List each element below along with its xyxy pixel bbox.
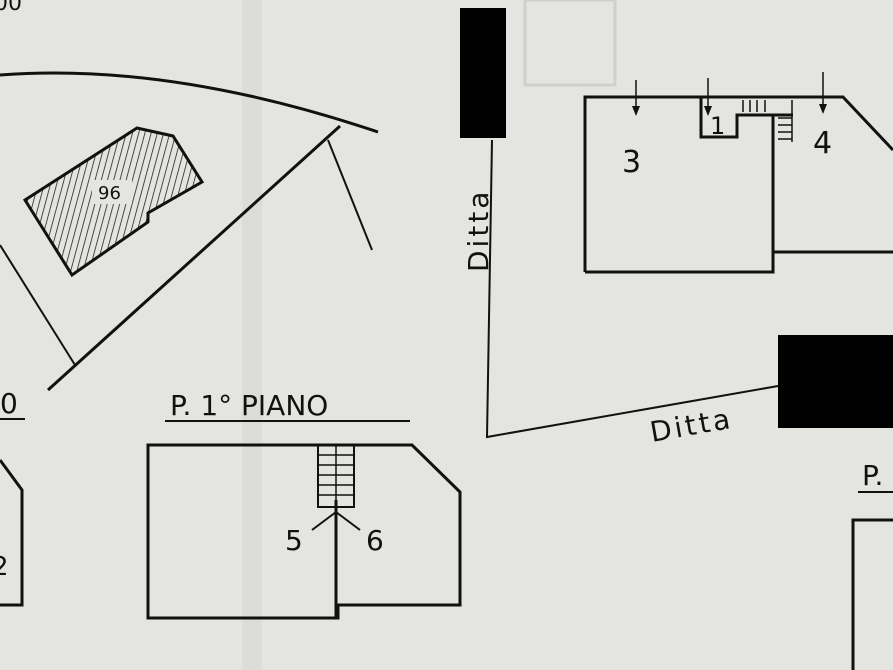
parcel-number: 96 xyxy=(98,183,121,204)
room-3-label: 3 xyxy=(622,145,641,180)
ground-floor-outline xyxy=(585,115,775,274)
boundary-line xyxy=(0,244,76,366)
redaction-block xyxy=(460,8,506,138)
room-1-wall xyxy=(699,97,793,139)
property-boundary xyxy=(485,139,779,439)
room-6-label: 6 xyxy=(366,524,384,557)
road-curve xyxy=(0,71,379,134)
ditta-label-horizontal: Ditta xyxy=(647,402,735,449)
ghost-room xyxy=(523,0,617,87)
ditta-label-vertical: Ditta xyxy=(462,189,495,272)
staircase xyxy=(742,100,793,142)
room-5-label: 5 xyxy=(285,524,303,557)
ground-floor-outline xyxy=(583,95,893,272)
first-floor-title: P. 1° PIANO xyxy=(170,389,328,422)
entrance-arrow-icon xyxy=(704,78,712,116)
entrance-arrow-icon xyxy=(819,72,827,114)
room-1-label: 1 xyxy=(710,112,725,140)
boundary-line xyxy=(327,139,373,251)
fold-shadow xyxy=(242,0,262,670)
room-4-label: 4 xyxy=(813,126,832,161)
corner-label: 00 xyxy=(0,0,22,16)
left-section-label: 0 xyxy=(0,387,18,420)
left-plan-outline xyxy=(0,459,24,607)
right-section-label: P. xyxy=(862,459,883,492)
right-plan-outline xyxy=(851,518,893,670)
staircase xyxy=(311,444,361,531)
parcel-label-bg xyxy=(92,180,132,204)
redaction-block xyxy=(778,335,893,428)
boundary-line xyxy=(46,124,342,392)
entrance-arrow-icon xyxy=(632,80,640,116)
left-room-number: 2 xyxy=(0,552,9,582)
first-floor-outline xyxy=(146,443,462,620)
